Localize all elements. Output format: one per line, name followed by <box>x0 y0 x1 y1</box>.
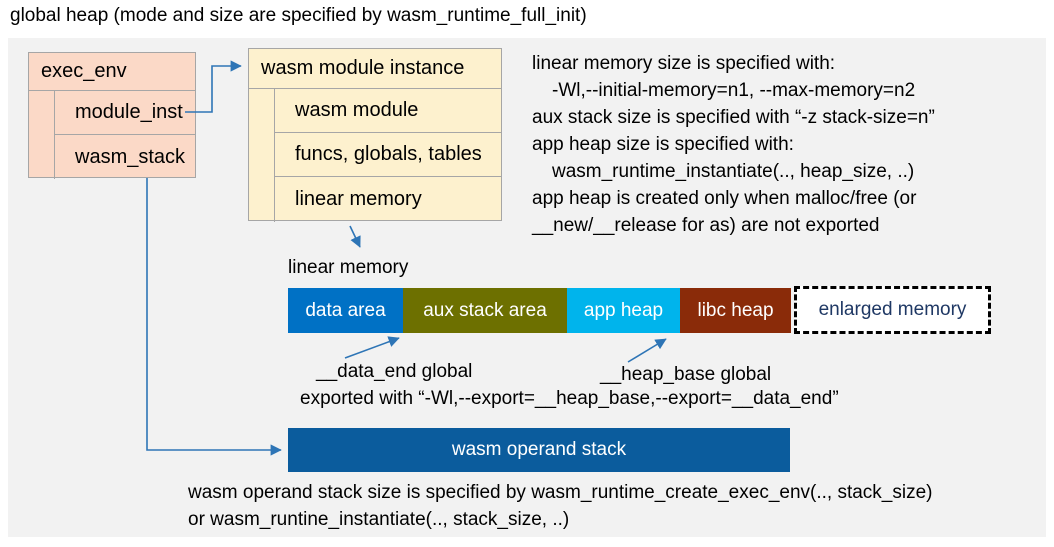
heap-base-global-label: __heap_base global <box>600 364 772 385</box>
note-line: wasm_runtime_instantiate(.., heap_size, … <box>552 161 915 182</box>
note-line: app heap size is specified with: <box>532 134 794 155</box>
diagram-title: global heap (mode and size are specified… <box>10 5 587 26</box>
memory-segment-enlarged-memory: enlarged memory <box>794 286 991 334</box>
module-instance-row-linear-memory: linear memory <box>274 177 501 222</box>
operand-stack-notes: wasm operand stack size is specified by … <box>188 479 933 533</box>
module-instance-header: wasm module instance <box>249 49 501 89</box>
exec-env-box: exec_env module_inst wasm_stack <box>28 52 196 179</box>
note-line: -Wl,--initial-memory=n1, --max-memory=n2 <box>552 80 916 101</box>
note-line: or wasm_runtine_instantiate(.., stack_si… <box>188 509 570 530</box>
exported-with-label: exported with “-Wl,--export=__heap_base,… <box>300 388 839 409</box>
exec-env-header: exec_env <box>29 53 195 91</box>
data-end-global-label: __data_end global <box>316 361 473 382</box>
note-line: app heap is created only when malloc/fre… <box>532 188 917 209</box>
wasm-operand-stack-bar: wasm operand stack <box>288 428 790 472</box>
linear-memory-notes: linear memory size is specified with: -W… <box>532 50 1044 239</box>
module-instance-box: wasm module instance wasm module funcs, … <box>248 48 502 222</box>
memory-segment-aux-stack-area: aux stack area <box>403 288 567 333</box>
linear-memory-label: linear memory <box>288 257 409 278</box>
module-instance-row-wasm-module: wasm module <box>274 89 501 133</box>
memory-segment-app-heap: app heap <box>567 288 680 333</box>
note-line: __new/__release for as) are not exported <box>532 215 880 236</box>
memory-segment-data-area: data area <box>288 288 403 333</box>
note-line: aux stack size is specified with “-z sta… <box>532 107 935 128</box>
note-line: linear memory size is specified with: <box>532 53 836 74</box>
module-instance-row-funcs-globals-tables: funcs, globals, tables <box>274 133 501 177</box>
exec-env-row-module-inst: module_inst <box>54 91 195 135</box>
exec-env-row-wasm-stack: wasm_stack <box>54 135 195 179</box>
note-line: wasm operand stack size is specified by … <box>188 482 933 503</box>
memory-segment-libc-heap: libc heap <box>680 288 791 333</box>
